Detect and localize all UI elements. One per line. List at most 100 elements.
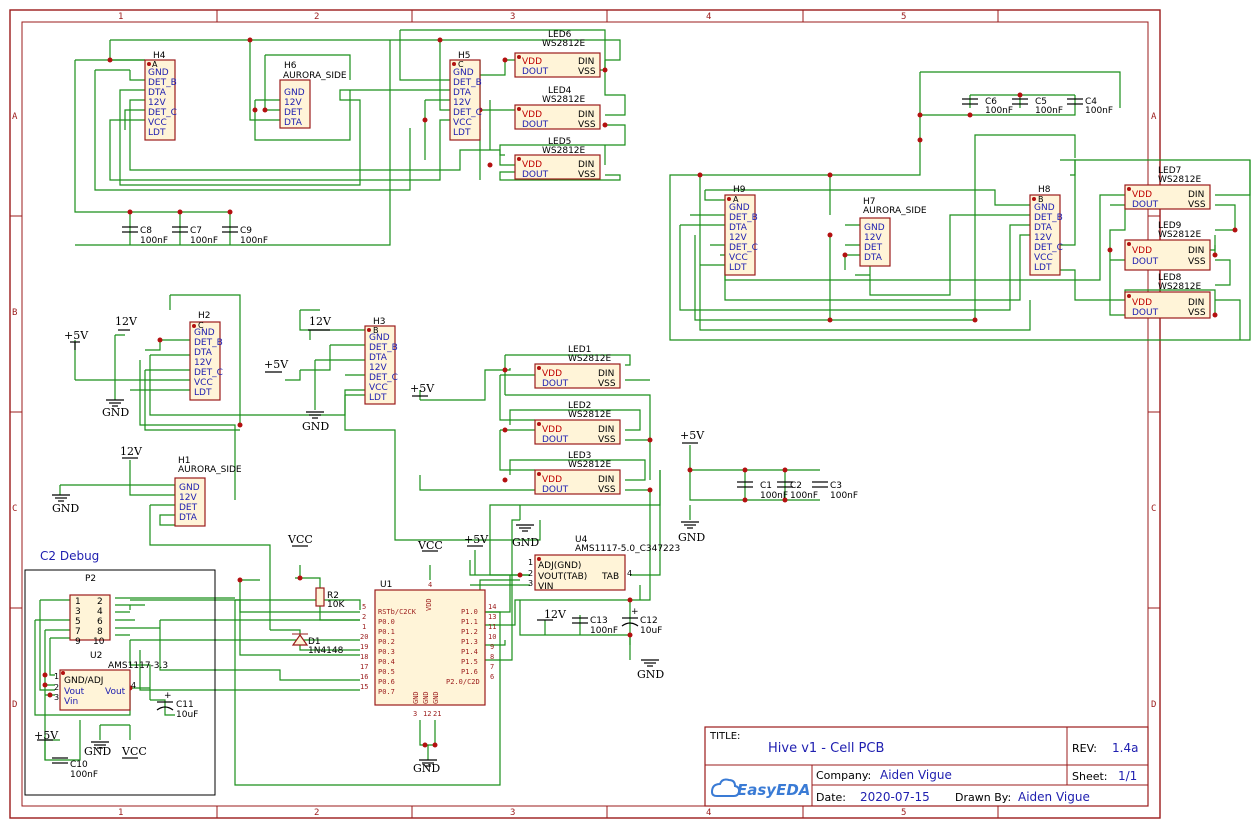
u2-value: AMS1117-3.3 bbox=[108, 661, 168, 671]
led9-value: WS2812E bbox=[1158, 230, 1202, 240]
led5-vss: VSS bbox=[578, 170, 596, 180]
u1-ln0: 5 bbox=[362, 603, 366, 611]
c9-value: 100nF bbox=[240, 236, 268, 246]
u4-num-1: 1 bbox=[528, 558, 533, 567]
u1-bn1: 12 bbox=[423, 710, 431, 718]
h9-pin-gnd: GND bbox=[729, 203, 750, 213]
c2-ref: C2 bbox=[790, 481, 802, 491]
p2-n7: 7 bbox=[75, 627, 81, 637]
pwr-12v-c-label: 12V bbox=[120, 445, 143, 458]
h7-value: AURORA_SIDE bbox=[863, 206, 927, 216]
u1-l6: P0.5 bbox=[378, 668, 395, 676]
cap-c10: C10 100nF bbox=[52, 757, 98, 780]
h2-pin-gnd: GND bbox=[194, 328, 215, 338]
pwr-12v-a-label: 12V bbox=[115, 315, 138, 328]
u2-pin-gnd: GND/ADJ bbox=[64, 676, 103, 686]
row-c-left: C bbox=[12, 504, 17, 514]
u1-rn0: 14 bbox=[488, 603, 496, 611]
pwr-gnd-c: GND bbox=[52, 494, 79, 515]
led7-vdd: VDD bbox=[1132, 190, 1152, 200]
h5-pin-12v: 12V bbox=[453, 98, 471, 108]
p2-n4: 4 bbox=[97, 607, 103, 617]
led8-din: DIN bbox=[1188, 298, 1204, 308]
d1-value: 1N4148 bbox=[308, 646, 344, 656]
c4-ref: C4 bbox=[1085, 97, 1097, 107]
c12-value: 10uF bbox=[640, 626, 662, 636]
c13-ref: C13 bbox=[590, 616, 608, 626]
p2-n3: 3 bbox=[75, 607, 81, 617]
h2-pin-detb: DET_B bbox=[194, 338, 223, 348]
u1-l2: P0.1 bbox=[378, 628, 395, 636]
title-value: Hive v1 - Cell PCB bbox=[768, 741, 884, 756]
col-5-bottom: 5 bbox=[901, 808, 906, 818]
u2-pin-vin: Vin bbox=[64, 697, 78, 707]
led8-value: WS2812E bbox=[1158, 282, 1202, 292]
u1-ln3: 20 bbox=[360, 633, 368, 641]
c10-ref: C10 bbox=[70, 760, 88, 770]
c11-value: 10uF bbox=[176, 710, 198, 720]
u2-num-3: 3 bbox=[54, 693, 59, 702]
u1-r0: P1.0 bbox=[461, 608, 478, 616]
c1-ref: C1 bbox=[760, 481, 772, 491]
u1-bn0: 3 bbox=[413, 710, 417, 718]
pwr-vcc-b-label: VCC bbox=[417, 539, 443, 552]
u1-ln4: 19 bbox=[360, 643, 368, 651]
h2-ref: H2 bbox=[198, 311, 211, 321]
u2-ref: U2 bbox=[90, 651, 102, 661]
c8-ref: C8 bbox=[140, 226, 152, 236]
u4-pin-vin: VIN bbox=[538, 582, 554, 592]
h6-pin-dta: DTA bbox=[284, 118, 303, 128]
company-label: Company: bbox=[816, 769, 871, 782]
pwr-5v-a-label: +5V bbox=[64, 329, 89, 342]
led7-value: WS2812E bbox=[1158, 175, 1202, 185]
col-2-top: 2 bbox=[314, 12, 319, 22]
led2-vss: VSS bbox=[598, 435, 616, 445]
h9-mark: A bbox=[733, 195, 739, 204]
led2-vdd: VDD bbox=[542, 425, 562, 435]
pwr-12v-d-label: 12V bbox=[544, 608, 567, 621]
cap-c8: C8 100nF bbox=[122, 226, 168, 246]
u4-pin-tab: TAB bbox=[601, 572, 619, 582]
pwr-12v-b-label: 12V bbox=[309, 315, 332, 328]
c9-ref: C9 bbox=[240, 226, 252, 236]
h8-pin-ldt: LDT bbox=[1034, 263, 1052, 273]
led4-vdd: VDD bbox=[522, 110, 542, 120]
h2-pin-dta: DTA bbox=[194, 348, 213, 358]
rev-value: 1.4a bbox=[1112, 741, 1138, 755]
led5-din: DIN bbox=[578, 160, 594, 170]
led9-dout: DOUT bbox=[1132, 257, 1159, 267]
h8-ref: H8 bbox=[1038, 185, 1051, 195]
c12-plus: + bbox=[631, 607, 639, 617]
u2-num-2: 2 bbox=[54, 683, 59, 692]
c3-ref: C3 bbox=[830, 481, 842, 491]
h7-pin-gnd: GND bbox=[864, 223, 885, 233]
wires bbox=[34, 29, 1251, 786]
h3-pin-vcc: VCC bbox=[369, 383, 388, 393]
led2-ref: LED2 bbox=[568, 401, 591, 411]
led2-dout: DOUT bbox=[542, 435, 569, 445]
u1-b2: GND bbox=[432, 691, 440, 704]
h1-value: AURORA_SIDE bbox=[178, 465, 242, 475]
c1-value: 100nF bbox=[760, 491, 788, 501]
led2-value: WS2812E bbox=[568, 410, 612, 420]
pwr-gnd-e: GND bbox=[512, 524, 539, 549]
pwr-5v-c-label: +5V bbox=[410, 382, 435, 395]
pwr-vcc-a-label: VCC bbox=[287, 533, 313, 546]
led9-ref: LED9 bbox=[1158, 221, 1182, 231]
u1-vdd: VDD bbox=[425, 598, 433, 611]
pwr-gnd-a-label: GND bbox=[102, 406, 129, 419]
u1-l0: RSTb/C2CK bbox=[378, 608, 417, 616]
u1-ln6: 17 bbox=[360, 663, 368, 671]
header-h8: H8 B GND DET_B DTA 12V DET_C VCC LDT bbox=[1029, 185, 1063, 276]
easyeda-logo: EasyEDA bbox=[710, 778, 810, 799]
h6-value: AURORA_SIDE bbox=[283, 71, 347, 81]
h5-pin-detc: DET_C bbox=[453, 108, 482, 118]
p2-n5: 5 bbox=[75, 617, 81, 627]
header-h7: H7 AURORA_SIDE GND 12V DET DTA bbox=[859, 197, 927, 267]
h4-pin-12v: 12V bbox=[148, 98, 166, 108]
u1-rn1: 13 bbox=[488, 613, 496, 621]
u1-bn2: 21 bbox=[433, 710, 441, 718]
u1-r1: P1.1 bbox=[461, 618, 478, 626]
h8-pin-dta: DTA bbox=[1034, 223, 1053, 233]
u1-rn5: 8 bbox=[490, 653, 494, 661]
